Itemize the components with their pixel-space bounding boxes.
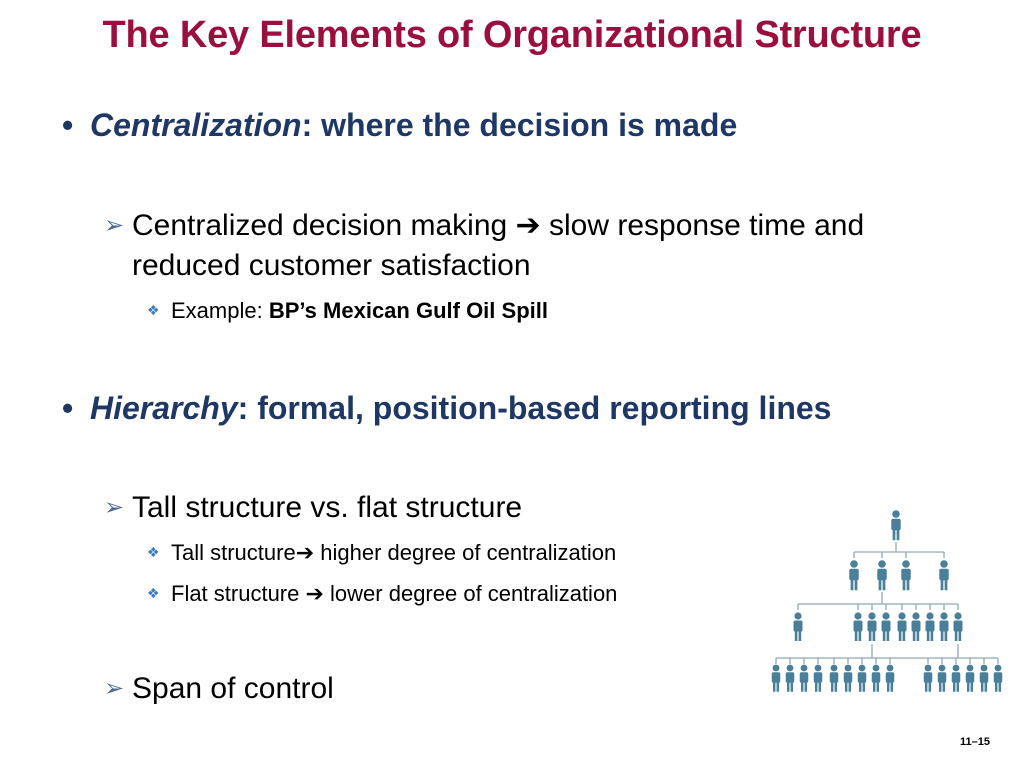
centralized-text-2: slow response time and (540, 209, 865, 242)
example-item: ❖ Example: BP’s Mexican Gulf Oil Spill (147, 298, 548, 324)
bullet-icon: • (62, 107, 74, 143)
person-figure (867, 612, 877, 641)
right-arrow-icon: ➔ (305, 581, 324, 606)
person-figure (901, 560, 911, 591)
term-centralization: Centralization (90, 107, 302, 143)
person-figure (785, 664, 795, 692)
subbullet-tall-vs-flat: ➢ Tall structure vs. flat structure (104, 491, 522, 525)
diamond-bullet-icon: ❖ (147, 544, 160, 560)
right-arrow-icon: ➔ (295, 540, 315, 565)
subbullet-centralized-decision: ➢ Centralized decision making ➔ slow resp… (104, 208, 864, 243)
right-arrow-icon: ➔ (515, 209, 541, 242)
diamond-bullet-icon: ❖ (147, 302, 160, 318)
person-figure (881, 612, 891, 641)
person-figure (857, 664, 867, 692)
person-figure (939, 612, 949, 641)
person-figure (937, 664, 947, 692)
person-figure (993, 664, 1003, 692)
person-figure (843, 664, 853, 692)
person-figure (829, 664, 839, 692)
person-figure (885, 664, 895, 692)
flat-structure-item: ❖ Flat structure ➔ lower degree of centra… (147, 581, 617, 607)
tall-structure-item: ❖ Tall structure➔ higher degree of centra… (147, 540, 616, 566)
tall-structure-result: higher degree of centralization (314, 540, 617, 565)
person-figure (877, 560, 887, 591)
person-figure (951, 664, 961, 692)
bullet-centralization: • Centralization: where the decision is m… (62, 107, 737, 144)
person-figure (871, 664, 881, 692)
flat-structure-label: Flat structure (171, 581, 306, 606)
centralized-text-line2: reduced customer satisfaction (132, 249, 531, 282)
arrow-bullet-icon: ➢ (104, 212, 125, 239)
person-figure (923, 664, 933, 692)
bullet-icon: • (62, 390, 74, 426)
person-figure (793, 612, 803, 641)
arrow-bullet-icon: ➢ (104, 494, 125, 521)
diamond-bullet-icon: ❖ (147, 585, 160, 601)
person-figure (853, 612, 863, 641)
person-figure (799, 664, 809, 692)
arrow-bullet-icon: ➢ (104, 675, 125, 702)
person-figure (849, 560, 859, 591)
example-label: Example: (171, 298, 269, 323)
person-figure (911, 612, 921, 641)
span-of-control-text: Span of control (132, 672, 334, 705)
person-figure (979, 664, 989, 692)
person-figure (939, 560, 949, 591)
definition-hierarchy: : formal, position-based reporting lines (237, 390, 832, 426)
person-figure (897, 612, 907, 641)
tall-vs-flat-text: Tall structure vs. flat structure (132, 491, 523, 524)
term-hierarchy: Hierarchy (90, 390, 238, 426)
person-figure (925, 612, 935, 641)
subbullet-span-of-control: ➢ Span of control (104, 672, 334, 706)
flat-structure-result: lower degree of centralization (323, 581, 618, 606)
definition-centralization: : where the decision is made (301, 107, 738, 143)
centralized-text-1: Centralized decision making (132, 209, 516, 242)
page-number: 11–15 (960, 736, 990, 748)
slide-title: The Key Elements of Organizational Struc… (102, 14, 922, 56)
org-chart-illustration (771, 510, 1003, 692)
person-figure (965, 664, 975, 692)
person-figure (891, 510, 901, 541)
example-value: BP’s Mexican Gulf Oil Spill (268, 298, 548, 323)
bullet-hierarchy: • Hierarchy: formal, position-based repor… (62, 390, 831, 427)
tall-structure-label: Tall structure (171, 540, 296, 565)
person-figure (813, 664, 823, 692)
person-figure (771, 664, 781, 692)
person-figure (953, 612, 963, 641)
